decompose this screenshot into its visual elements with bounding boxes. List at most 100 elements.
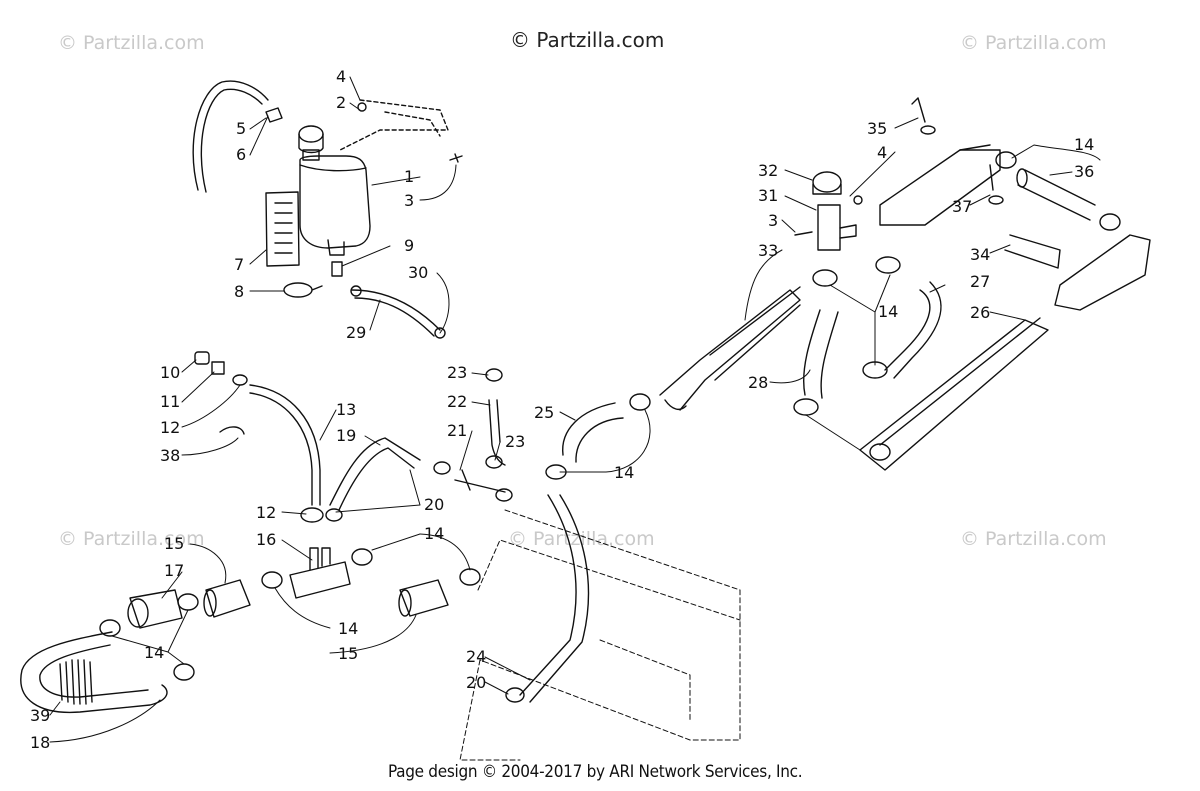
- callout-12: 12: [256, 503, 276, 522]
- callout-5: 5: [236, 119, 246, 138]
- callout-14: 14: [1074, 135, 1094, 154]
- callout-9: 9: [404, 236, 414, 255]
- watermark-mid-left: © Partzilla.com: [58, 528, 205, 550]
- clamp-20: [325, 461, 513, 522]
- callout-14: 14: [878, 302, 898, 321]
- callout-14: 14: [144, 643, 164, 662]
- reservoir-tank-1: [299, 155, 371, 256]
- callout-20: 20: [466, 673, 486, 692]
- callout-38: 38: [160, 446, 180, 465]
- callout-6: 6: [236, 145, 246, 164]
- callout-23: 23: [505, 432, 525, 451]
- ring-38: [219, 426, 245, 435]
- watermark-mid-center: © Partzilla.com: [508, 528, 655, 550]
- callout-30: 30: [408, 263, 428, 282]
- watermark-mid-right: © Partzilla.com: [960, 528, 1107, 550]
- clamps-14-right: [793, 151, 1121, 416]
- callout-32: 32: [758, 161, 778, 180]
- radiator-cap-32: [812, 171, 842, 195]
- nut-4: [357, 102, 367, 112]
- bellows-39: [59, 659, 93, 705]
- callout-15: 15: [164, 534, 184, 553]
- callout-24: 24: [466, 647, 486, 666]
- callout-10: 10: [160, 363, 180, 382]
- hose-15-left: [203, 579, 251, 618]
- watermark-top-left: © Partzilla.com: [58, 32, 205, 54]
- clamps-14: [99, 548, 481, 681]
- callout-39: 39: [30, 706, 50, 725]
- hose-25: [562, 402, 624, 463]
- filter-housing-17: [127, 589, 183, 629]
- callout-31: 31: [758, 186, 778, 205]
- callout-8: 8: [234, 282, 244, 301]
- tee-16: [289, 547, 351, 599]
- clamp-12: [232, 374, 248, 386]
- hose-24: [519, 494, 590, 703]
- callout-12: 12: [160, 418, 180, 437]
- callout-3: 3: [768, 211, 778, 230]
- watermark-top-right: © Partzilla.com: [960, 32, 1107, 54]
- footer-copyright: Page design © 2004-2017 by ARI Network S…: [388, 762, 803, 782]
- callout-37: 37: [952, 197, 972, 216]
- callout-3: 3: [404, 191, 414, 210]
- hose-27: [884, 281, 942, 379]
- nut-4-right: [853, 195, 863, 205]
- callout-4: 4: [336, 67, 346, 86]
- hose-13: [249, 384, 321, 506]
- callout-13: 13: [336, 400, 356, 419]
- callout-28: 28: [748, 373, 768, 392]
- clamp-8: [283, 282, 323, 298]
- callout-29: 29: [346, 323, 366, 342]
- callout-27: 27: [970, 272, 990, 291]
- callout-labels: 4 2 5 6 1 3 9 30 7 8 29 10 11 12 38 13 1…: [30, 67, 1094, 752]
- mounting-bracket: [339, 99, 449, 151]
- heat-exchanger-34: [1004, 234, 1151, 311]
- callout-14: 14: [614, 463, 634, 482]
- callout-17: 17: [164, 561, 184, 580]
- callout-35: 35: [867, 119, 887, 138]
- callout-7: 7: [234, 255, 244, 274]
- hose-22: [488, 399, 506, 466]
- fitting-5: [265, 107, 283, 123]
- clamp-20-lower: [505, 687, 525, 703]
- callout-20: 20: [424, 495, 444, 514]
- clamp-30: [350, 285, 446, 339]
- callout-23: 23: [447, 363, 467, 382]
- heat-exchanger-35: [879, 144, 1001, 226]
- screw-3: [449, 153, 463, 163]
- radiator-26: [859, 317, 1049, 471]
- overflow-hose-6: [192, 80, 269, 193]
- callout-4: 4: [877, 143, 887, 162]
- chassis-tunnel: [459, 509, 741, 761]
- callout-15: 15: [338, 644, 358, 663]
- fitting-9: [331, 261, 343, 277]
- filler-neck-31: [817, 204, 857, 251]
- callout-22: 22: [447, 392, 467, 411]
- leader-lines: [49, 76, 1101, 743]
- clamp-12-lower: [300, 507, 324, 523]
- callout-25: 25: [534, 403, 554, 422]
- hose-15-right: [398, 579, 449, 617]
- callout-21: 21: [447, 421, 467, 440]
- reservoir-cap-2: [298, 125, 324, 161]
- hose-19: [329, 437, 421, 511]
- hose-36: [1016, 168, 1096, 221]
- hose-18: [20, 631, 168, 714]
- watermark-center-title: © Partzilla.com: [510, 28, 665, 52]
- fastener-35-37: [911, 97, 1004, 205]
- hose-28: [802, 309, 839, 399]
- radiator-pipe-33: [659, 286, 801, 411]
- clamp-14-c: [545, 393, 651, 480]
- callout-34: 34: [970, 245, 990, 264]
- decal-7: [265, 191, 300, 267]
- fitting-11: [211, 361, 225, 375]
- screw-3-right: [794, 231, 813, 236]
- callout-18: 18: [30, 733, 50, 752]
- callout-33: 33: [758, 241, 778, 260]
- tee-21: [454, 469, 506, 493]
- callout-14: 14: [424, 524, 444, 543]
- cap-10: [194, 351, 210, 365]
- callout-14: 14: [338, 619, 358, 638]
- callout-1: 1: [404, 167, 414, 186]
